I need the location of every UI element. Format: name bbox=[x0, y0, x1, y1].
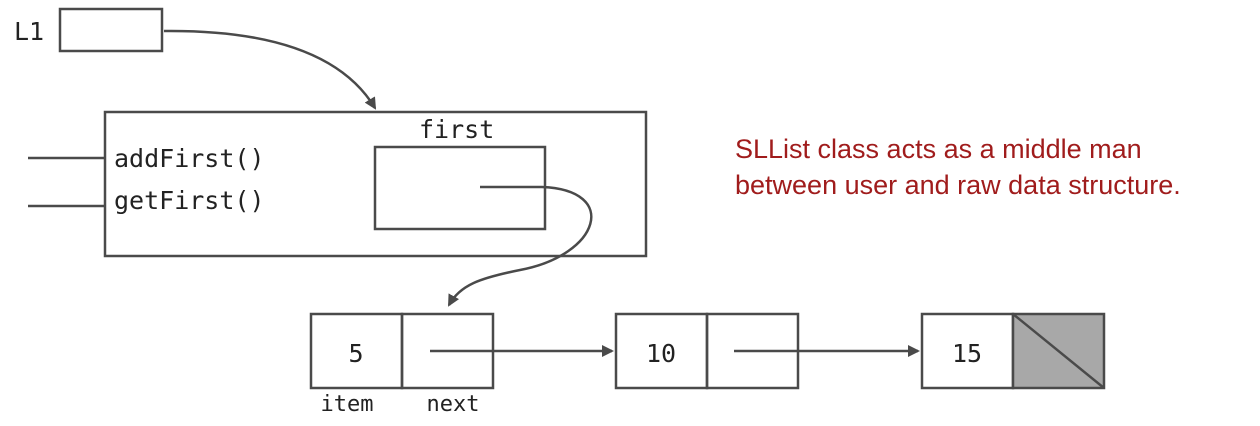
note-line: between user and raw data structure. bbox=[735, 170, 1181, 200]
node-next-label: next bbox=[427, 392, 480, 417]
node-item-value: 10 bbox=[646, 339, 676, 368]
variable-box bbox=[58, 7, 164, 53]
sllist-first-label: first bbox=[419, 115, 494, 144]
variable-pointer-arrow bbox=[163, 29, 377, 110]
first-pointer-arrow bbox=[447, 185, 593, 307]
node-item-value: 15 bbox=[952, 339, 982, 368]
node-item-value: 5 bbox=[348, 339, 363, 368]
note-line: SLList class acts as a middle man bbox=[735, 134, 1142, 164]
method-get-first: getFirst() bbox=[114, 186, 265, 215]
node-item-label: item bbox=[321, 392, 374, 417]
method-add-first: addFirst() bbox=[114, 144, 265, 173]
variable-label: L1 bbox=[14, 17, 44, 46]
null-slash-line bbox=[1012, 313, 1105, 389]
sllist-object-box bbox=[103, 110, 648, 258]
